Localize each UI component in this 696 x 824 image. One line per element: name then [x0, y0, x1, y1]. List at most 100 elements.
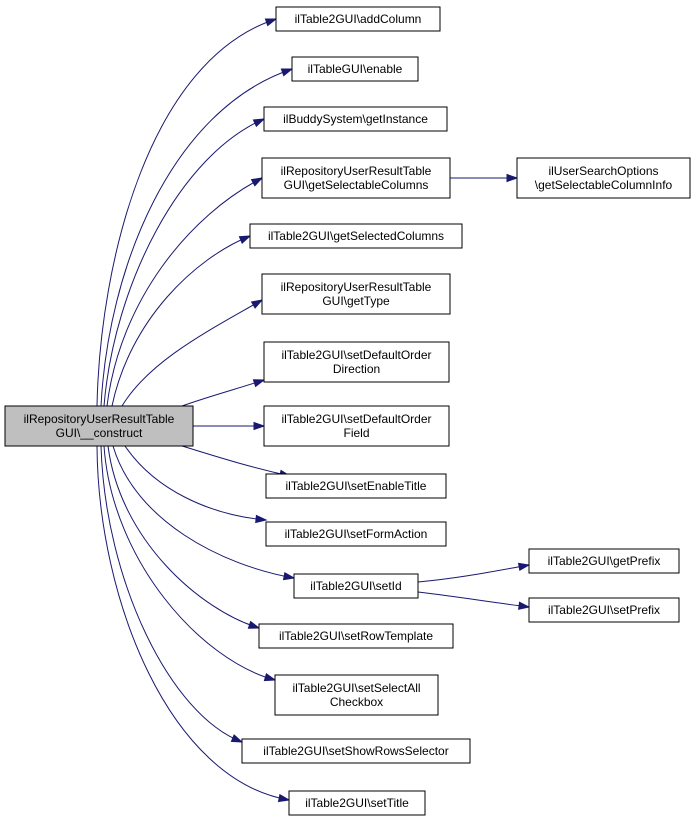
edge-root-to-setTitle: [96, 445, 290, 801]
edge-root-to-setFormAction: [124, 445, 267, 521]
edge-setId-to-getPrefix-arrowhead: [517, 562, 531, 572]
edge-root-to-setId: [112, 445, 295, 579]
edge-root-to-getSelectableColumns-arrowhead: [250, 177, 264, 187]
edge-setId-to-getPrefix: [417, 564, 530, 583]
node-setPrefix-label-1: ilTable2GUI\setPrefix: [548, 603, 660, 617]
edge-root-to-setDefaultOrderDirection-arrowhead: [252, 379, 266, 388]
node-addColumn-box: [275, 6, 441, 32]
node-getType-label-1: ilRepositoryUserResultTable: [281, 280, 432, 294]
edge-root-to-addColumn: [96, 18, 277, 407]
edge-root-to-getSelectedColumns-arrowhead: [238, 235, 252, 244]
edge-root-to-enable-arrowhead: [280, 68, 294, 77]
node-setShowRowsSelector-box: [241, 738, 471, 764]
node-setId-box: [293, 573, 419, 599]
node-userSearchOptions-label-2: \getSelectableColumnInfo: [535, 178, 673, 192]
node-setDefaultOrderField-label-2: Field: [343, 426, 369, 440]
node-addColumn[interactable]: ilTable2GUI\addColumn: [275, 6, 441, 32]
edge-root-to-setEnableTitle: [181, 445, 291, 477]
edge-root-to-setDefaultOrderDirection: [181, 379, 265, 407]
node-setPrefix[interactable]: ilTable2GUI\setPrefix: [528, 597, 680, 623]
node-setSelectAllCheckbox-box: [274, 674, 439, 716]
node-root-label-2: GUI\__construct: [56, 426, 143, 440]
node-userSearchOptions-box: [516, 157, 691, 199]
edge-root-to-setRowTemplate: [107, 445, 260, 629]
node-getType-box: [261, 273, 451, 315]
node-setDefaultOrderDirection-label-2: Direction: [333, 362, 380, 376]
node-getSelectableColumns-label-1: ilRepositoryUserResultTable: [281, 164, 432, 178]
edge-root-to-getSelectableColumns: [106, 177, 263, 407]
node-getInstance-label-1: ilBuddySystem\getInstance: [283, 112, 428, 126]
edge-root-to-getType-arrowhead: [250, 299, 264, 309]
node-setFormAction[interactable]: ilTable2GUI\setFormAction: [265, 521, 447, 547]
node-setShowRowsSelector[interactable]: ilTable2GUI\setShowRowsSelector: [241, 738, 471, 764]
node-root-label-1: ilRepositoryUserResultTable: [24, 412, 175, 426]
node-addColumn-label-1: ilTable2GUI\addColumn: [295, 12, 422, 26]
node-setFormAction-label-1: ilTable2GUI\setFormAction: [285, 527, 428, 541]
node-setFormAction-box: [265, 521, 447, 547]
edge-root-to-setTitle-arrowhead: [277, 793, 291, 803]
node-setId-label-1: ilTable2GUI\setId: [310, 579, 401, 593]
node-setEnableTitle[interactable]: ilTable2GUI\setEnableTitle: [265, 473, 447, 499]
node-setDefaultOrderField-box: [263, 405, 450, 447]
node-setEnableTitle-box: [265, 473, 447, 499]
node-getType-label-2: GUI\getType: [322, 294, 390, 308]
node-root[interactable]: ilRepositoryUserResultTableGUI\__constru…: [4, 405, 194, 447]
edge-root-to-getType: [121, 299, 263, 407]
edge-root-to-setShowRowsSelector-arrowhead: [230, 734, 244, 743]
edge-root-to-addColumn-arrowhead: [264, 18, 278, 27]
node-getPrefix-box: [528, 548, 680, 574]
node-setTitle[interactable]: ilTable2GUI\setTitle: [288, 790, 426, 816]
node-setEnableTitle-label-1: ilTable2GUI\setEnableTitle: [286, 479, 427, 493]
edge-root-to-getSelectedColumns: [111, 235, 251, 407]
node-enable[interactable]: ilTableGUI\enable: [291, 56, 419, 82]
node-root-box: [4, 405, 194, 447]
edge-root-to-setRowTemplate-arrowhead: [247, 620, 261, 629]
node-setDefaultOrderField-label-1: ilTable2GUI\setDefaultOrder: [281, 412, 431, 426]
node-setId[interactable]: ilTable2GUI\setId: [293, 573, 419, 599]
edges: [96, 18, 531, 803]
nodes: ilRepositoryUserResultTableGUI\__constru…: [4, 6, 691, 816]
node-getPrefix[interactable]: ilTable2GUI\getPrefix: [528, 548, 680, 574]
edge-root-to-setFormAction-arrowhead: [255, 514, 268, 524]
node-setTitle-box: [288, 790, 426, 816]
edge-root-to-setShowRowsSelector: [100, 445, 243, 743]
node-getSelectableColumns-label-2: GUI\getSelectableColumns: [284, 178, 429, 192]
node-getSelectedColumns-label-1: ilTable2GUI\getSelectedColumns: [268, 229, 444, 243]
edge-root-to-setDefaultOrderField-arrowhead: [253, 421, 266, 431]
edge-root-to-getInstance-arrowhead: [252, 118, 266, 128]
node-getInstance-box: [263, 106, 448, 132]
edge-root-to-getInstance: [103, 118, 265, 407]
node-setSelectAllCheckbox-label-2: Checkbox: [330, 695, 383, 709]
edge-root-to-setSelectAllCheckbox: [103, 445, 276, 681]
edge-setId-to-setPrefix: [417, 591, 530, 608]
node-getPrefix-label-1: ilTable2GUI\getPrefix: [548, 554, 661, 568]
node-setDefaultOrderDirection-box: [263, 341, 450, 383]
edge-getSelectableColumns-to-userSearchOptions-arrowhead: [506, 173, 519, 183]
node-getSelectedColumns[interactable]: ilTable2GUI\getSelectedColumns: [249, 223, 463, 249]
node-userSearchOptions-label-1: ilUserSearchOptions: [548, 164, 658, 178]
edge-root-to-setId-arrowhead: [282, 571, 296, 581]
edge-root-to-enable: [100, 68, 293, 407]
node-getSelectableColumns-box: [261, 157, 451, 199]
node-setRowTemplate-box: [258, 623, 454, 649]
node-enable-box: [291, 56, 419, 82]
edge-root-to-setSelectAllCheckbox-arrowhead: [263, 673, 277, 682]
edge-setId-to-setPrefix-arrowhead: [518, 601, 531, 610]
node-getInstance[interactable]: ilBuddySystem\getInstance: [263, 106, 448, 132]
node-setTitle-label-1: ilTable2GUI\setTitle: [305, 796, 409, 810]
node-userSearchOptions[interactable]: ilUserSearchOptions\getSelectableColumnI…: [516, 157, 691, 199]
node-setDefaultOrderDirection-label-1: ilTable2GUI\setDefaultOrder: [281, 348, 431, 362]
node-getSelectableColumns[interactable]: ilRepositoryUserResultTableGUI\getSelect…: [261, 157, 451, 199]
node-setShowRowsSelector-label-1: ilTable2GUI\setShowRowsSelector: [263, 744, 448, 758]
node-setPrefix-box: [528, 597, 680, 623]
node-getSelectedColumns-box: [249, 223, 463, 249]
node-setRowTemplate[interactable]: ilTable2GUI\setRowTemplate: [258, 623, 454, 649]
node-setRowTemplate-label-1: ilTable2GUI\setRowTemplate: [279, 629, 433, 643]
node-enable-label-1: ilTableGUI\enable: [308, 62, 403, 76]
node-setSelectAllCheckbox-label-1: ilTable2GUI\setSelectAll: [292, 681, 420, 695]
